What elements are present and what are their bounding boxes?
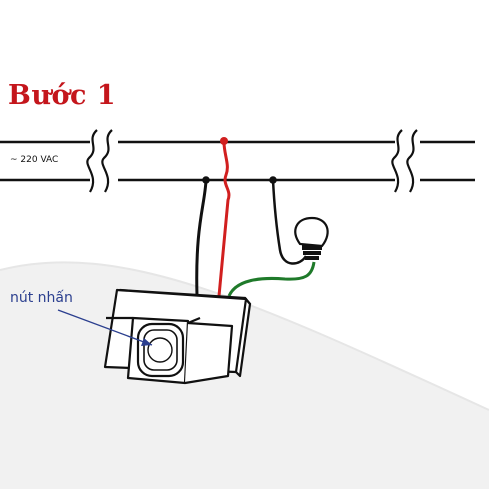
live-wire	[217, 137, 231, 297]
bulb-feed-wire	[269, 176, 308, 265]
push-button-label: nút nhấn	[10, 290, 73, 306]
live-junction	[220, 137, 228, 145]
voltage-label: ~ 220 VAC	[10, 155, 59, 165]
step-title: Bước 1	[8, 80, 117, 111]
line-break-right	[391, 129, 418, 193]
bulb-junction	[269, 176, 277, 184]
load-wire	[227, 261, 316, 297]
neutral-wire	[195, 176, 210, 297]
neutral-junction	[202, 176, 210, 184]
push-button	[136, 322, 185, 378]
line-break-left	[86, 129, 113, 193]
background-swoosh-edge	[0, 261, 489, 411]
bulb-icon	[294, 216, 329, 260]
label-pointer-arrow	[57, 309, 153, 346]
